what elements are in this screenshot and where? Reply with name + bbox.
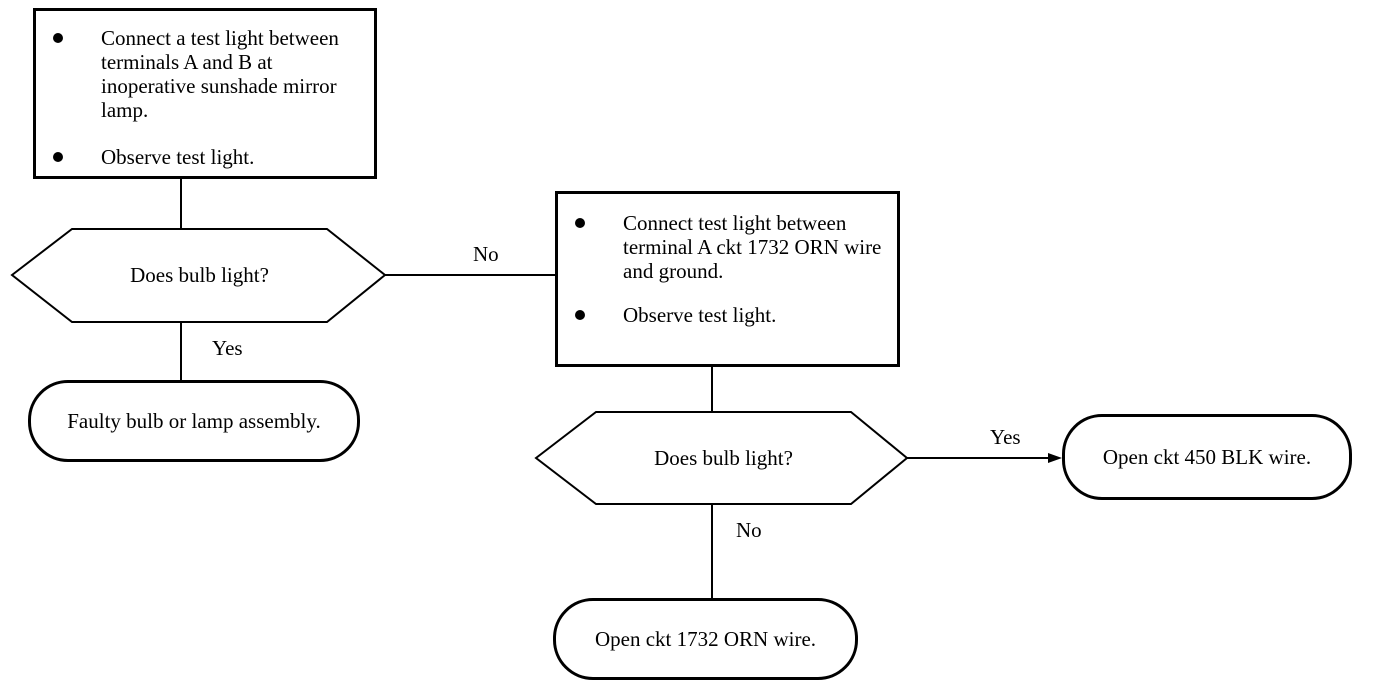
result-open-ckt-450: Open ckt 450 BLK wire. (1062, 414, 1352, 500)
instruction-box-1: Connect a test light between terminals A… (33, 8, 377, 179)
result-text: Open ckt 450 BLK wire. (1102, 444, 1312, 469)
bullet-icon (53, 152, 63, 162)
label-yes: Yes (212, 336, 243, 360)
step-text: Observe test light. (101, 145, 255, 169)
label-no: No (473, 242, 499, 266)
step-text: Connect test light between terminal A ck… (623, 211, 882, 283)
step-text: Observe test light. (623, 303, 777, 327)
instruction-step: Observe test light. (53, 145, 364, 169)
instruction-step: Connect test light between terminal A ck… (575, 211, 887, 283)
decision1-question: Does bulb light? (130, 263, 269, 287)
instruction-box-2: Connect test light between terminal A ck… (555, 191, 900, 367)
bullet-icon (575, 310, 585, 320)
label-no: No (736, 518, 762, 542)
decision2-question: Does bulb light? (654, 446, 793, 470)
instruction-step: Observe test light. (575, 303, 887, 327)
bullet-icon (575, 218, 585, 228)
result-open-ckt-1732: Open ckt 1732 ORN wire. (553, 598, 858, 680)
label-yes: Yes (990, 425, 1021, 449)
result-text: Faulty bulb or lamp assembly. (67, 408, 321, 433)
arrowhead-icon (1048, 453, 1062, 463)
instruction-step: Connect a test light between terminals A… (53, 26, 364, 122)
result-text: Open ckt 1732 ORN wire. (594, 626, 817, 651)
step-text: Connect a test light between terminals A… (101, 26, 339, 122)
bullet-icon (53, 33, 63, 43)
result-faulty-bulb: Faulty bulb or lamp assembly. (28, 380, 360, 462)
